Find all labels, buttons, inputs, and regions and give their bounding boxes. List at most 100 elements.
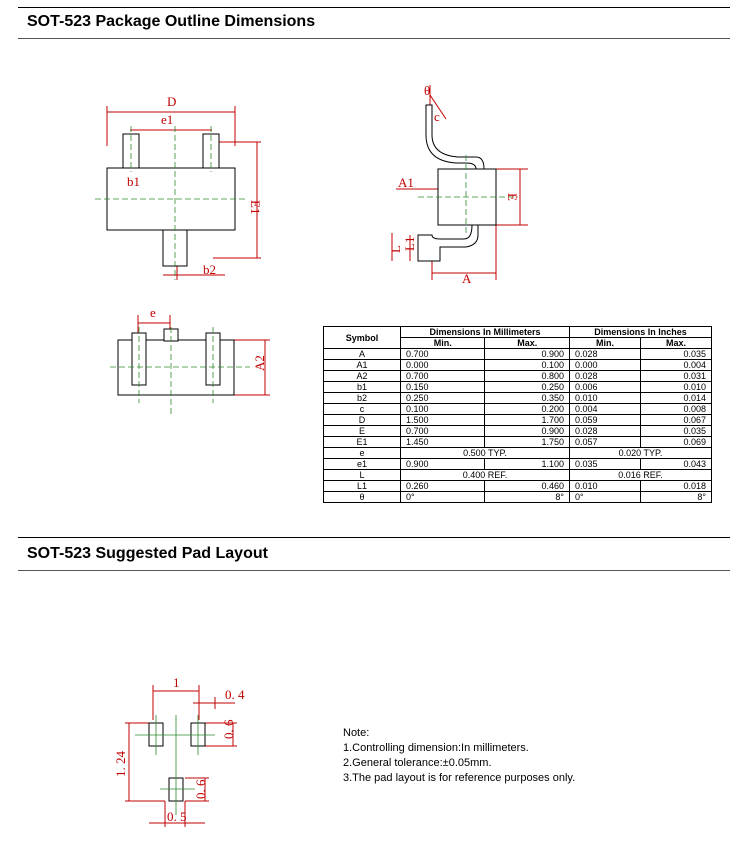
table-cell: 0.900 [399, 458, 486, 470]
table-cell: 1.750 [484, 436, 570, 448]
table-cell: e [323, 447, 401, 459]
note-item-1: 1.Controlling dimension:In millimeters. [343, 742, 529, 754]
label-E: E [505, 193, 520, 201]
table-cell: 0.700 [399, 348, 486, 360]
table-cell: 0.035 [568, 458, 641, 470]
table-cell: D [323, 414, 401, 426]
table-cell: 0.057 [568, 436, 641, 448]
table-cell: 0.020 TYP. [568, 447, 713, 459]
table-cell: L [323, 469, 401, 481]
table-cell: E [323, 425, 401, 437]
table-cell: θ [323, 491, 401, 503]
table-cell: 0.250 [399, 392, 486, 404]
table-cell: 0.350 [484, 392, 570, 404]
mm-header: Dimensions In Millimeters [400, 326, 570, 338]
mm-min-header: Min. [399, 337, 486, 349]
table-cell: e1 [323, 458, 401, 470]
table-cell: 0.043 [639, 458, 713, 470]
table-cell: 0.700 [399, 370, 486, 382]
in-min-header: Min. [568, 337, 641, 349]
table-cell: 0.100 [399, 403, 486, 415]
pad-section-title: SOT-523 Suggested Pad Layout [27, 545, 268, 562]
table-cell: 8° [639, 491, 713, 503]
pad-label-0-5: 0. 5 [167, 809, 187, 824]
table-cell: 0° [568, 491, 641, 503]
label-L: L [388, 245, 403, 253]
table-cell: E1 [323, 436, 401, 448]
table-cell: 0.028 [568, 425, 641, 437]
label-c: c [434, 109, 440, 124]
outline-title-rule [18, 38, 730, 39]
table-cell: 0.069 [639, 436, 713, 448]
pad-layout-drawing: 1 0. 4 0. 6 1. 24 0. 6 0. 5 [113, 675, 245, 827]
table-cell: 0.031 [639, 370, 713, 382]
in-max-header: Max. [639, 337, 713, 349]
table-cell: 0.035 [639, 348, 713, 360]
note-item-2: 2.General tolerance:±0.05mm. [343, 757, 492, 769]
table-cell: 0.004 [639, 359, 713, 371]
side-view-drawing: θ c A1 E L L1 A [388, 85, 528, 285]
table-cell: 0.150 [399, 381, 486, 393]
symbol-header: Symbol [323, 326, 401, 349]
table-cell: 1.700 [484, 414, 570, 426]
outline-section-title: SOT-523 Package Outline Dimensions [27, 13, 316, 30]
label-E1: E1 [248, 200, 263, 214]
pad-label-0-6-a: 0. 6 [221, 719, 236, 739]
table-cell: 0.460 [484, 480, 570, 492]
table-cell: 0.200 [484, 403, 570, 415]
mm-max-header: Max. [484, 337, 570, 349]
table-cell: 0.008 [639, 403, 713, 415]
table-cell: 0.000 [568, 359, 641, 371]
table-cell: 0.800 [484, 370, 570, 382]
table-cell: 0.010 [568, 480, 641, 492]
table-cell: 0.016 REF. [568, 469, 713, 481]
table-cell: 0.059 [568, 414, 641, 426]
pad-label-1-24: 1. 24 [113, 751, 128, 778]
note-item-3: 3.The pad layout is for reference purpos… [343, 772, 576, 784]
notes: Note: 1.Controlling dimension:In millime… [343, 726, 575, 786]
label-b1: b1 [127, 174, 140, 189]
table-cell: 0.067 [639, 414, 713, 426]
in-header: Dimensions In Inches [568, 326, 713, 338]
table-cell: 0.700 [399, 425, 486, 437]
top-rule [18, 7, 730, 8]
label-b2: b2 [203, 262, 216, 277]
dimensions-table: Symbol Dimensions In Millimeters Dimensi… [323, 326, 713, 503]
table-cell: 0.100 [484, 359, 570, 371]
pad-label-0-4: 0. 4 [225, 687, 245, 702]
table-cell: b1 [323, 381, 401, 393]
table-cell: b2 [323, 392, 401, 404]
table-cell: 0.014 [639, 392, 713, 404]
notes-title: Note: [343, 727, 370, 739]
table-cell: 0.000 [399, 359, 486, 371]
table-cell: 1.450 [399, 436, 486, 448]
label-D: D [167, 94, 176, 109]
label-L1: L1 [402, 237, 417, 251]
front-view-drawing: e A2 [110, 305, 270, 415]
pad-label-1: 1 [173, 675, 180, 690]
label-A2: A2 [252, 355, 267, 371]
label-A1: A1 [398, 175, 414, 190]
table-cell: c [323, 403, 401, 415]
label-theta: θ [424, 85, 430, 98]
table-cell: 0.010 [639, 381, 713, 393]
table-cell: 0.400 REF. [400, 469, 570, 481]
table-cell: 8° [484, 491, 570, 503]
pad-section-rule [18, 537, 730, 538]
table-cell: 0.250 [484, 381, 570, 393]
table-cell: 0.900 [484, 425, 570, 437]
pad-label-0-6-b: 0. 6 [193, 779, 208, 799]
label-e1: e1 [161, 112, 173, 127]
table-cell: 0° [399, 491, 486, 503]
